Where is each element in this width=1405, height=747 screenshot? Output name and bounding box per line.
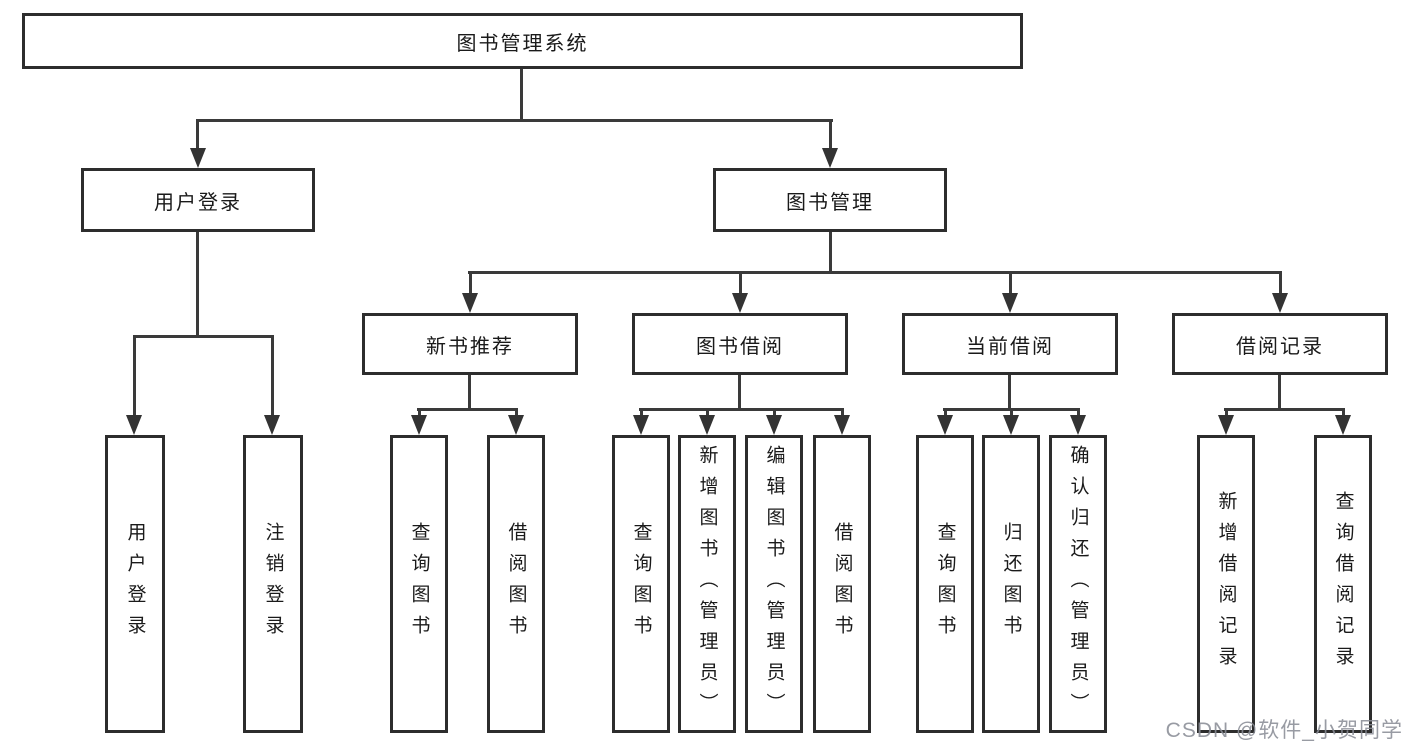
leaf-current-query-books: 查询图书 bbox=[916, 435, 974, 733]
connector-rail-new-book-recommend bbox=[417, 408, 517, 411]
arrowhead-down-icon bbox=[126, 415, 142, 435]
arrowhead-down-icon bbox=[1335, 415, 1351, 435]
connector-drop bbox=[133, 335, 136, 419]
node-book-borrow: 图书借阅 bbox=[632, 313, 848, 375]
connector-stem-book-borrow bbox=[738, 375, 741, 411]
connector-stem-current-borrow bbox=[1008, 375, 1011, 411]
connector-drop bbox=[1225, 408, 1228, 418]
leaf-logout: 注销登录 bbox=[243, 435, 303, 733]
arrowhead-down-icon bbox=[766, 415, 782, 435]
connector-drop bbox=[1009, 271, 1012, 297]
connector-drop bbox=[515, 408, 518, 418]
connector-drop bbox=[1077, 408, 1080, 418]
arrowhead-down-icon bbox=[1272, 293, 1288, 313]
arrowhead-down-icon bbox=[508, 415, 524, 435]
leaf-recommend-borrow-books: 借阅图书 bbox=[487, 435, 545, 733]
connector-drop bbox=[640, 408, 643, 418]
connector-stem-book-management bbox=[829, 232, 832, 274]
arrowhead-down-icon bbox=[411, 415, 427, 435]
leaf-edit-book-admin: 编辑图书（管理员） bbox=[745, 435, 803, 733]
arrowhead-down-icon bbox=[190, 148, 206, 168]
node-current-borrow: 当前借阅 bbox=[902, 313, 1118, 375]
connector-stem-root bbox=[520, 69, 523, 122]
connector-stem-new-book-recommend bbox=[468, 375, 471, 411]
connector-rail-book-borrow bbox=[639, 408, 843, 411]
node-root: 图书管理系统 bbox=[22, 13, 1023, 69]
arrowhead-down-icon bbox=[732, 293, 748, 313]
connector-rail-root bbox=[196, 119, 833, 122]
leaf-confirm-return-admin: 确认归还（管理员） bbox=[1049, 435, 1107, 733]
connector-drop bbox=[418, 408, 421, 418]
arrowhead-down-icon bbox=[264, 415, 280, 435]
connector-rail-book-management bbox=[468, 271, 1281, 274]
connector-rail-borrow-records bbox=[1224, 408, 1344, 411]
connector-drop bbox=[1010, 408, 1013, 418]
node-borrow-records: 借阅记录 bbox=[1172, 313, 1388, 375]
arrowhead-down-icon bbox=[1003, 415, 1019, 435]
leaf-user-login: 用户登录 bbox=[105, 435, 165, 733]
leaf-recommend-query-books: 查询图书 bbox=[390, 435, 448, 733]
connector-drop bbox=[944, 408, 947, 418]
connector-drop bbox=[469, 271, 472, 297]
connector-drop bbox=[706, 408, 709, 418]
connector-drop bbox=[841, 408, 844, 418]
connector-rail-user-login bbox=[133, 335, 274, 338]
arrowhead-down-icon bbox=[822, 148, 838, 168]
connector-stem-user-login bbox=[196, 232, 199, 338]
node-book-management: 图书管理 bbox=[713, 168, 947, 232]
arrowhead-down-icon bbox=[834, 415, 850, 435]
leaf-borrow-query-books: 查询图书 bbox=[612, 435, 670, 733]
arrowhead-down-icon bbox=[633, 415, 649, 435]
connector-stem-borrow-records bbox=[1278, 375, 1281, 411]
connector-drop bbox=[1342, 408, 1345, 418]
arrowhead-down-icon bbox=[462, 293, 478, 313]
connector-drop bbox=[829, 119, 832, 151]
connector-drop bbox=[196, 119, 199, 151]
connector-drop bbox=[739, 271, 742, 297]
leaf-add-book-admin: 新增图书（管理员） bbox=[678, 435, 736, 733]
arrowhead-down-icon bbox=[1070, 415, 1086, 435]
connector-drop bbox=[271, 335, 274, 419]
arrowhead-down-icon bbox=[937, 415, 953, 435]
connector-drop bbox=[1279, 271, 1282, 297]
node-new-book-recommend: 新书推荐 bbox=[362, 313, 578, 375]
node-user-login: 用户登录 bbox=[81, 168, 315, 232]
leaf-return-book: 归还图书 bbox=[982, 435, 1040, 733]
arrowhead-down-icon bbox=[699, 415, 715, 435]
connector-drop bbox=[773, 408, 776, 418]
leaf-borrow-books: 借阅图书 bbox=[813, 435, 871, 733]
leaf-query-borrow-record: 查询借阅记录 bbox=[1314, 435, 1372, 733]
arrowhead-down-icon bbox=[1002, 293, 1018, 313]
arrowhead-down-icon bbox=[1218, 415, 1234, 435]
csdn-watermark: CSDN @软件_小贺同学 bbox=[1165, 719, 1403, 742]
leaf-add-borrow-record: 新增借阅记录 bbox=[1197, 435, 1255, 733]
